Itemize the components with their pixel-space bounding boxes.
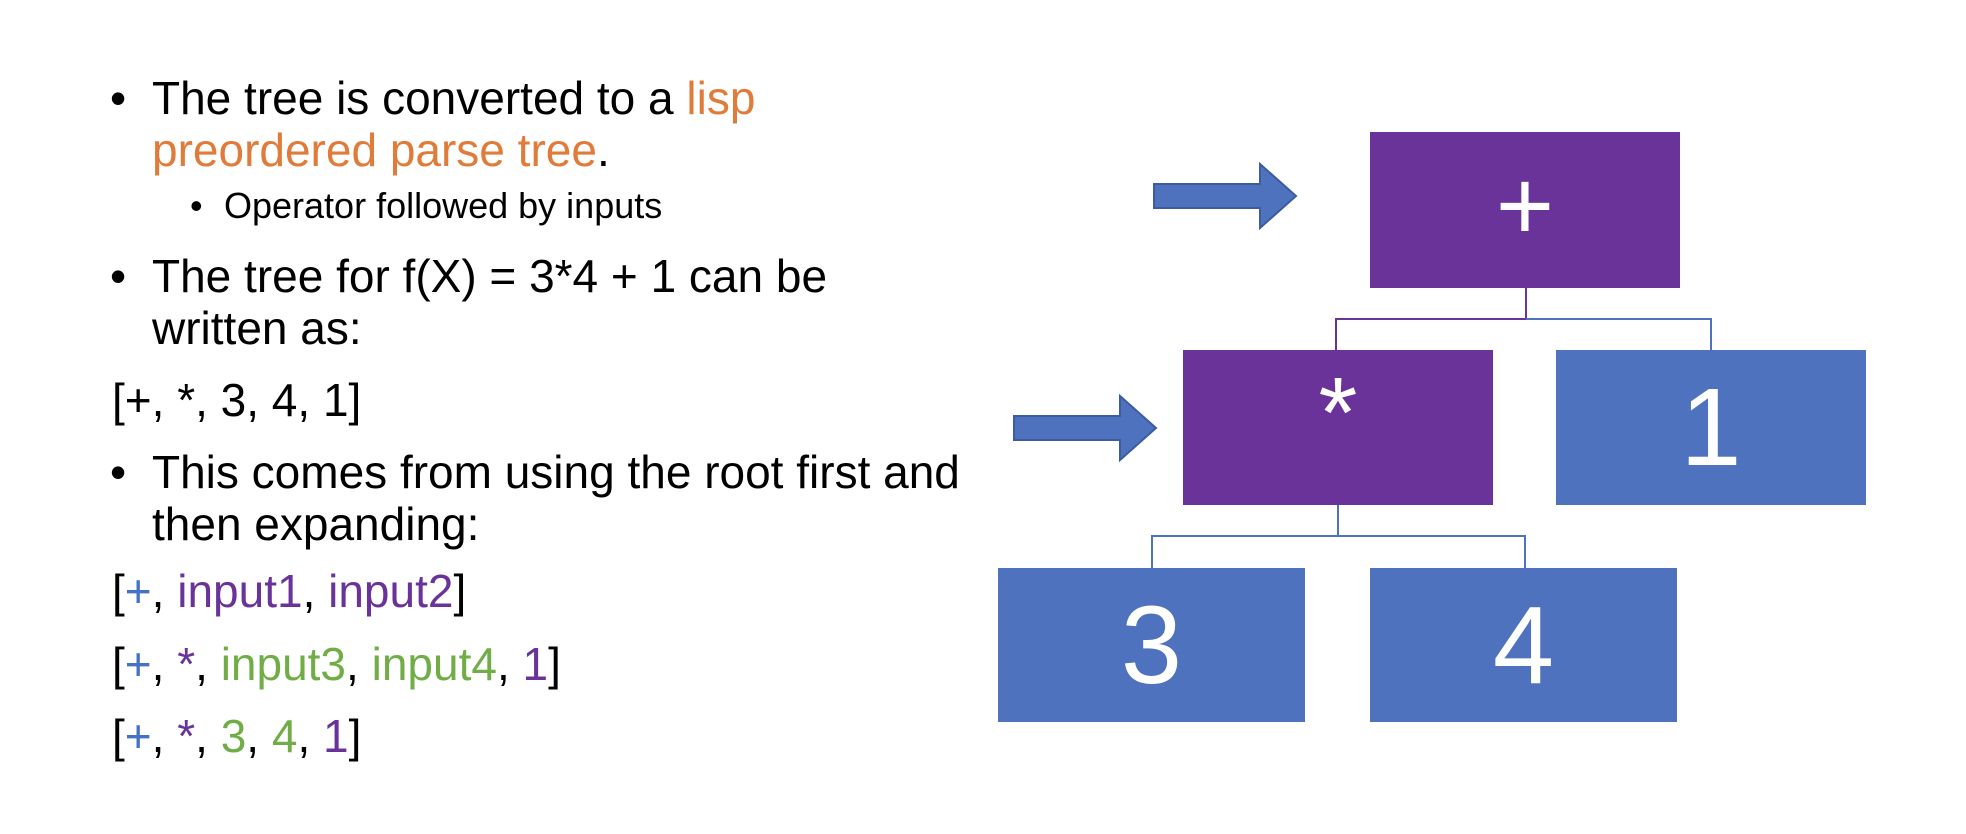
one-token: 1 — [323, 710, 349, 762]
bullet-text-part1: The tree is converted to a — [152, 72, 687, 124]
input4-token: input4 — [371, 638, 497, 690]
one-token: 1 — [522, 638, 549, 690]
input1-token: input1 — [177, 565, 303, 617]
separator: , — [246, 710, 272, 762]
connector-mult-to-three — [1151, 505, 1339, 568]
plus-token: + — [124, 638, 152, 690]
bullet-text: This comes from using the root first and… — [152, 446, 960, 550]
three-token: 3 — [220, 710, 247, 762]
node-label: 4 — [1492, 583, 1555, 707]
node-label: * — [1318, 357, 1358, 469]
node-four: 4 — [1370, 568, 1677, 722]
bullet-tree-converted: • The tree is converted to a lisp preord… — [110, 72, 870, 176]
four-token: 4 — [271, 710, 298, 762]
bracket-close: ] — [548, 638, 561, 690]
bracket-close: ] — [348, 710, 362, 762]
node-mult: * — [1183, 350, 1493, 505]
bullet-text: The tree is converted to a lisp preorder… — [110, 72, 870, 176]
separator: , — [151, 565, 178, 617]
separator: , — [195, 638, 221, 690]
bracket-open: [ — [112, 565, 125, 617]
root-connectors — [1335, 288, 1712, 350]
node-root-plus: + — [1370, 132, 1680, 288]
arrow-to-root — [1153, 161, 1298, 231]
sub-bullet-operator: • Operator followed by inputs — [190, 184, 890, 228]
connector-mult-to-four — [1338, 535, 1526, 568]
mult-connectors — [1151, 505, 1526, 568]
bracket-open: [ — [112, 638, 125, 690]
input2-token: input2 — [328, 565, 454, 617]
input3-token: input3 — [220, 638, 347, 690]
bullet-dot: • — [110, 446, 127, 498]
right-arrow-icon — [1153, 161, 1298, 231]
plus-token: + — [124, 565, 152, 617]
expansion-line-1: [+, input1, input2] — [112, 565, 466, 617]
bullet-tree-written: • The tree for f(X) = 3*4 + 1 can be wri… — [110, 250, 870, 354]
bullet-root-first: • This comes from using the root first a… — [110, 446, 970, 550]
bullet-dot: • — [190, 185, 203, 226]
arrow-to-mult — [1013, 393, 1158, 463]
bullet-text-part2: . — [596, 124, 610, 176]
separator: , — [195, 710, 221, 762]
separator: , — [346, 638, 372, 690]
separator: , — [151, 638, 178, 690]
node-three: 3 — [998, 568, 1305, 722]
connector-root-to-mult — [1335, 288, 1527, 350]
node-one: 1 — [1556, 350, 1866, 505]
separator: , — [297, 710, 323, 762]
expansion-line-2: [+, *, input3, input4, 1] — [112, 638, 561, 690]
connector-root-to-one — [1526, 318, 1712, 350]
node-label: 1 — [1680, 366, 1742, 489]
separator: , — [302, 565, 329, 617]
bullet-dot: • — [110, 72, 127, 124]
bullet-dot: • — [110, 250, 127, 302]
right-arrow-icon — [1013, 393, 1158, 463]
node-label: + — [1495, 149, 1555, 262]
sub-bullet-text: Operator followed by inputs — [224, 185, 663, 226]
star-token: * — [177, 710, 196, 762]
preorder-list: [+, *, 3, 4, 1] — [112, 374, 361, 426]
separator: , — [151, 710, 178, 762]
node-label: 3 — [1120, 583, 1183, 707]
bracket-close: ] — [453, 565, 467, 617]
plus-token: + — [124, 710, 152, 762]
bullet-text: The tree for f(X) = 3*4 + 1 can be writt… — [152, 250, 828, 354]
bracket-open: [ — [112, 710, 125, 762]
preorder-list-text: [+, *, 3, 4, 1] — [112, 374, 362, 426]
expansion-line-3: [+, *, 3, 4, 1] — [112, 710, 361, 762]
star-token: * — [177, 638, 196, 690]
highlight-lisp-tree: lisp preordered parse tree — [152, 72, 756, 176]
separator: , — [496, 638, 523, 690]
